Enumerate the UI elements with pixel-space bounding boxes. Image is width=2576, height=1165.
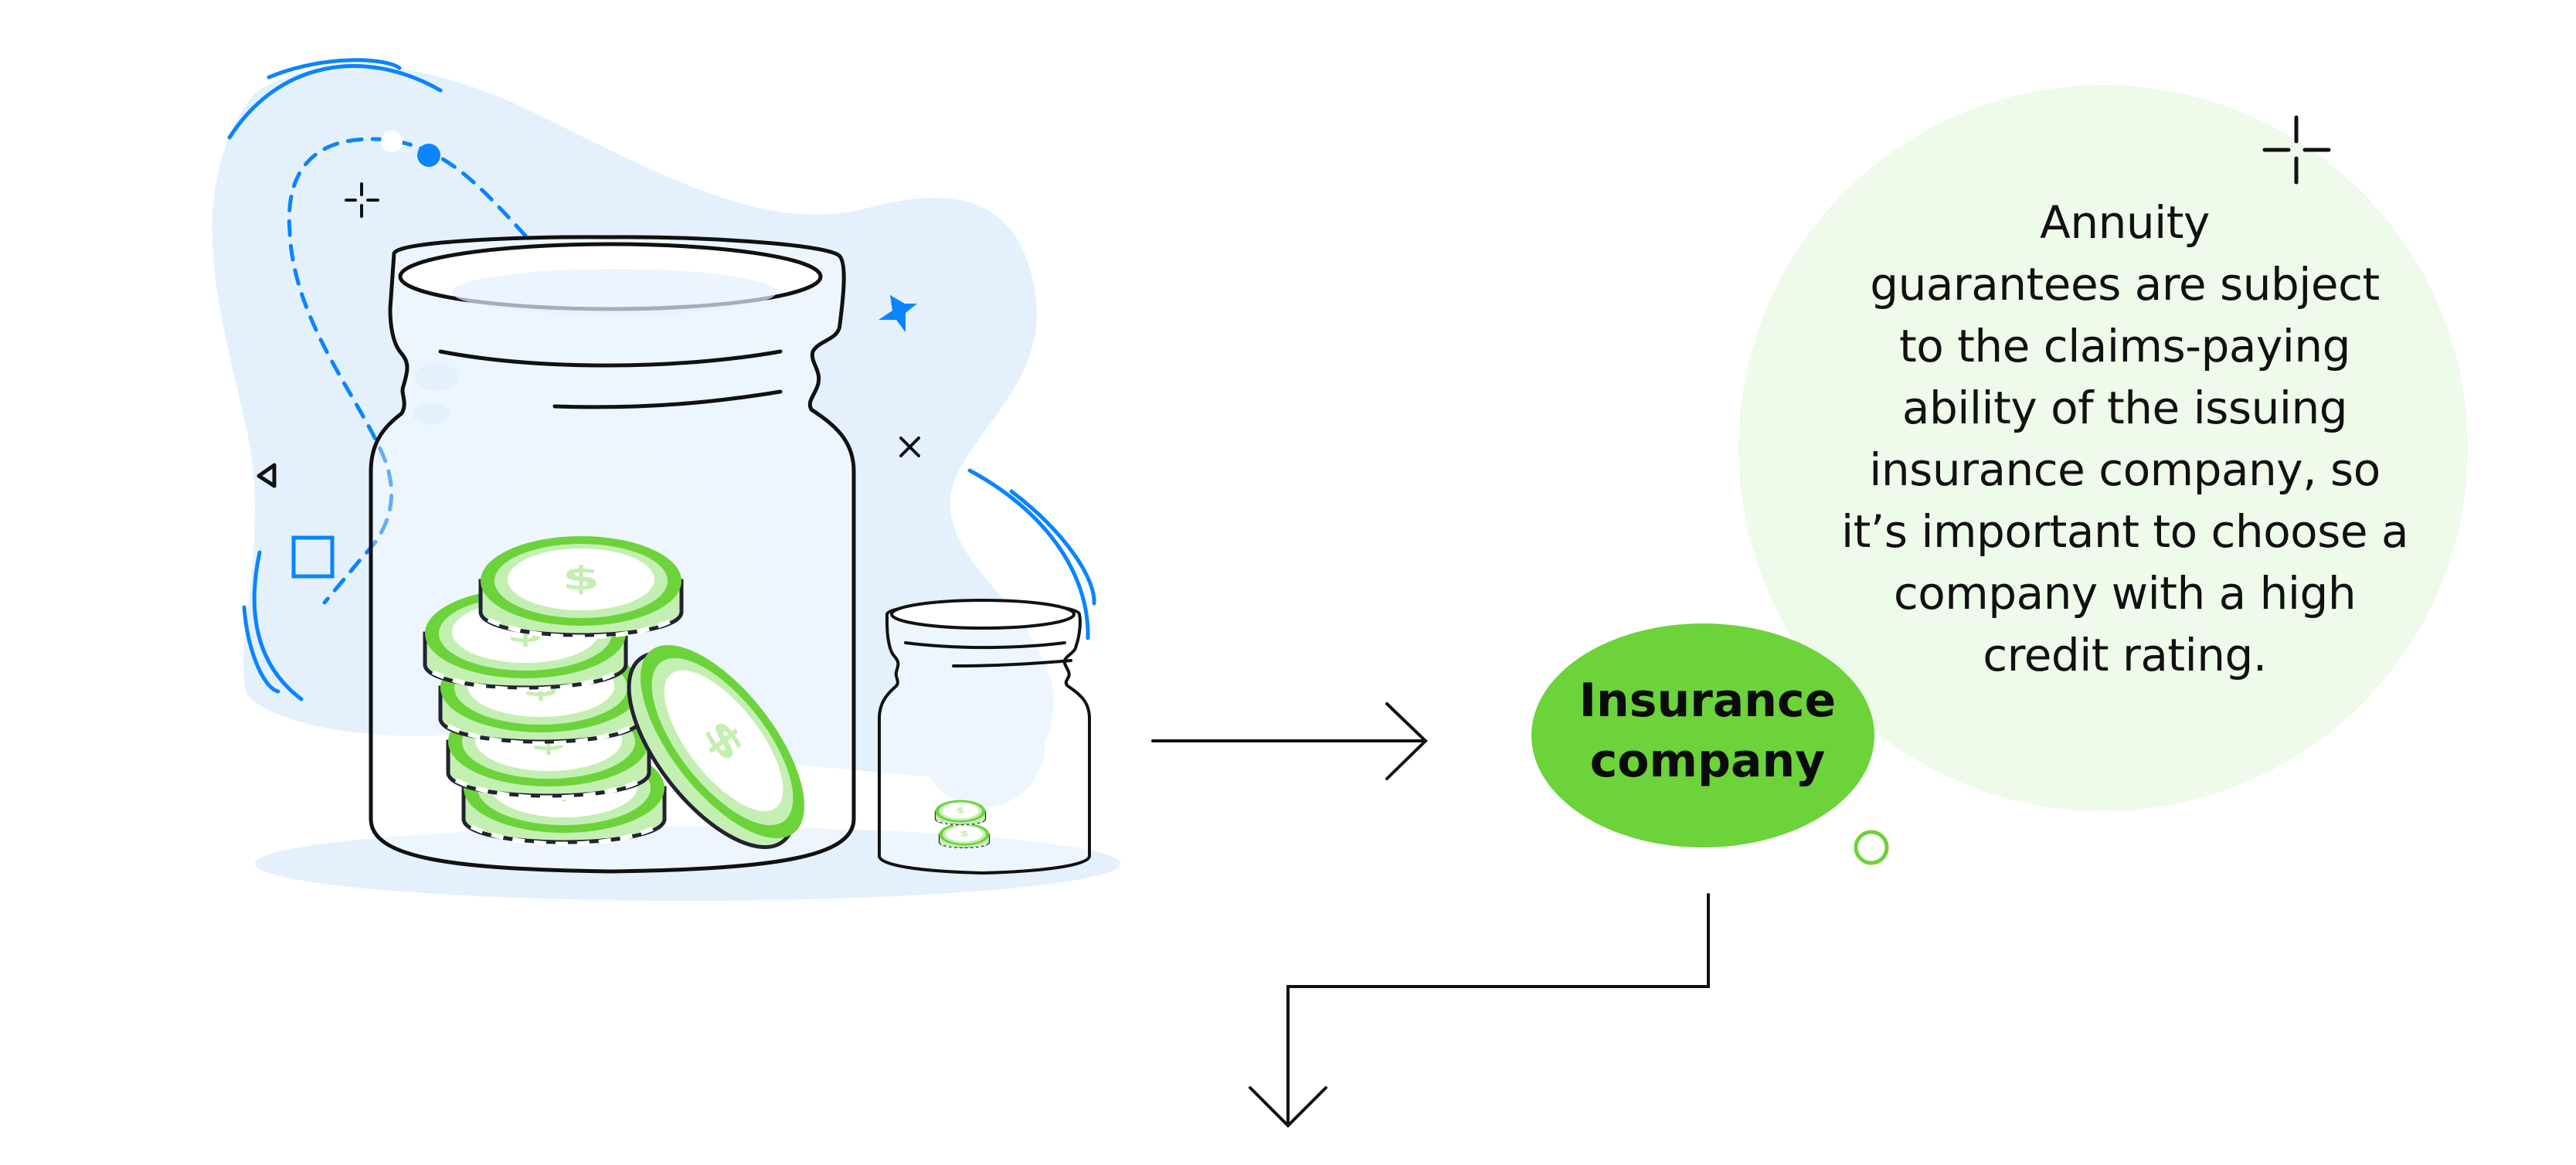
small-jar xyxy=(878,599,1091,875)
note-line: insurance company, so xyxy=(1869,443,2381,496)
arc-decoration-icon xyxy=(1009,489,1096,606)
note-line: Annuity xyxy=(2040,196,2210,249)
annuity-guarantee-note: Annuity guarantees are subject to the cl… xyxy=(1785,192,2465,686)
x-mark-icon xyxy=(899,436,920,457)
note-line: company with a high xyxy=(1893,567,2357,620)
orbit-dot-white-icon xyxy=(381,131,403,152)
arc-decoration-icon xyxy=(252,550,304,701)
node-label-line2: company xyxy=(1589,734,1826,788)
note-line: guarantees are subject xyxy=(1870,258,2380,311)
arc-decoration-icon xyxy=(242,605,280,694)
star-icon xyxy=(878,295,917,332)
arc-decoration-icon xyxy=(227,63,443,140)
arc-decoration-icon xyxy=(267,58,402,80)
note-line: ability of the issuing xyxy=(1901,382,2348,434)
insurance-company-node: Insurance company xyxy=(1491,671,1924,791)
ground-shadow xyxy=(255,827,1120,901)
orbit-dot-blue-icon xyxy=(417,144,440,167)
note-line: credit rating. xyxy=(1983,629,2267,681)
arrow-down-elbow-icon xyxy=(1249,893,1710,1128)
note-line: to the claims-paying xyxy=(1899,320,2350,372)
node-label-line1: Insurance xyxy=(1579,674,1837,728)
sparkle-icon xyxy=(2262,115,2331,185)
triangle-icon xyxy=(257,463,277,488)
insurance-company-node-shape xyxy=(1531,623,1874,847)
sparkle-icon xyxy=(345,182,379,218)
small-ring-icon xyxy=(1854,830,1889,865)
note-bubble xyxy=(1738,85,2468,811)
arrow-right-icon xyxy=(1151,702,1428,780)
square-icon xyxy=(291,535,335,579)
arc-decoration-icon xyxy=(967,468,1090,640)
note-line: it’s important to choose a xyxy=(1840,505,2409,558)
coin-stack-large: $ xyxy=(425,536,804,849)
